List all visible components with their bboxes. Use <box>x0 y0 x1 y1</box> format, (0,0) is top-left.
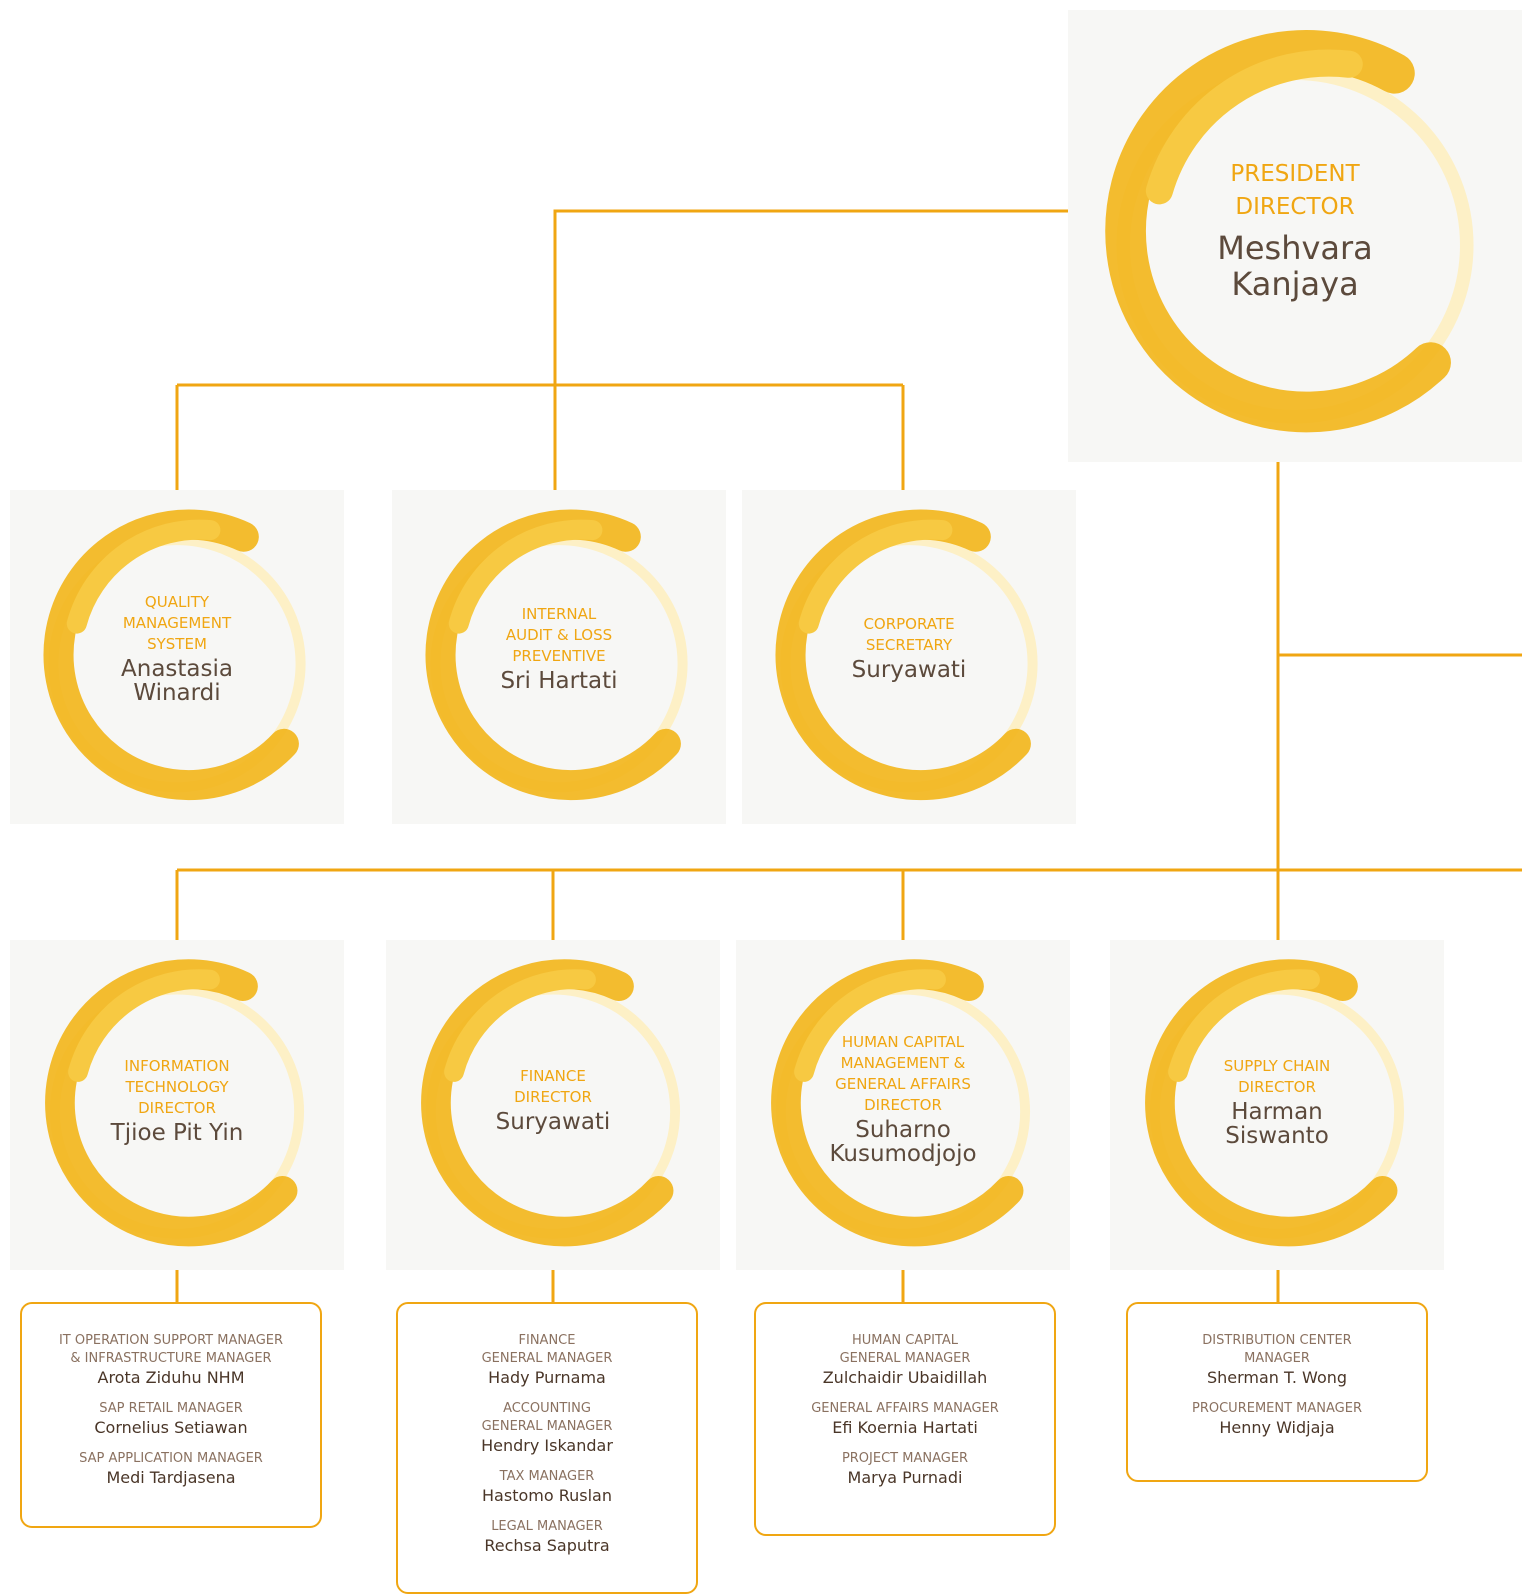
manager-title: LEGAL MANAGER <box>491 1519 603 1534</box>
director-role: HUMAN CAPITAL MANAGEMENT & GENERAL AFFAI… <box>835 1033 971 1114</box>
director-node-supply-chain: SUPPLY CHAIN DIRECTOR Harman Siswanto <box>1110 940 1444 1270</box>
unit-node-quality: QUALITY MANAGEMENT SYSTEM Anastasia Wina… <box>10 490 344 824</box>
unit-role: CORPORATE SECRETARY <box>863 615 955 654</box>
unit-node-audit: INTERNAL AUDIT & LOSS PREVENTIVE Sri Har… <box>392 490 726 824</box>
director-name: Suryawati <box>495 1109 611 1135</box>
manager-name: Marya Purnadi <box>847 1468 963 1487</box>
manager-name: Medi Tardjasena <box>106 1468 236 1487</box>
manager-name: Rechsa Saputra <box>484 1536 610 1555</box>
manager-title: DISTRIBUTION CENTER MANAGER <box>1202 1333 1352 1366</box>
president-name: Meshvara Kanjaya <box>1217 229 1373 303</box>
manager-entry: FINANCE GENERAL MANAGER Hady Purnama <box>398 1332 696 1387</box>
unit-name: Anastasia Winardi <box>121 656 233 706</box>
manager-title: PROCUREMENT MANAGER <box>1192 1401 1362 1416</box>
director-role: SUPPLY CHAIN DIRECTOR <box>1223 1057 1331 1096</box>
ring-icon <box>775 509 1038 801</box>
manager-entry: PROJECT MANAGER Marya Purnadi <box>756 1450 1054 1487</box>
managers-box-finance: FINANCE GENERAL MANAGER Hady Purnama ACC… <box>396 1302 698 1594</box>
manager-entry: HUMAN CAPITAL GENERAL MANAGER Zulchaidir… <box>756 1332 1054 1387</box>
manager-name: Efi Koernia Hartati <box>832 1418 978 1437</box>
manager-title: PROJECT MANAGER <box>841 1451 969 1466</box>
ring-icon <box>425 509 688 801</box>
manager-name: Hastomo Ruslan <box>482 1486 612 1505</box>
manager-title: ACCOUNTING GENERAL MANAGER <box>481 1401 613 1434</box>
president-director-node: PRESIDENT DIRECTOR Meshvara Kanjaya <box>1068 10 1522 462</box>
manager-entry: PROCUREMENT MANAGER Henny Widjaja <box>1128 1400 1426 1437</box>
ring-icon <box>771 959 1031 1247</box>
manager-entry: GENERAL AFFAIRS MANAGER Efi Koernia Hart… <box>756 1400 1054 1437</box>
managers-box-it: IT OPERATION SUPPORT MANAGER & INFRASTRU… <box>20 1302 322 1528</box>
connector-president-to-audit <box>553 209 1125 528</box>
manager-entry: IT OPERATION SUPPORT MANAGER & INFRASTRU… <box>22 1332 320 1387</box>
unit-node-secretary: CORPORATE SECRETARY Suryawati <box>742 490 1076 824</box>
manager-entry: SAP RETAIL MANAGER Cornelius Setiawan <box>22 1400 320 1437</box>
ring-icon <box>1105 30 1474 433</box>
unit-role: QUALITY MANAGEMENT SYSTEM <box>122 593 232 653</box>
manager-name: Arota Ziduhu NHM <box>97 1368 245 1387</box>
director-name: Harman Siswanto <box>1225 1099 1329 1149</box>
manager-name: Zulchaidir Ubaidillah <box>822 1368 988 1387</box>
director-node-human-capital: HUMAN CAPITAL MANAGEMENT & GENERAL AFFAI… <box>736 940 1070 1270</box>
manager-title: SAP RETAIL MANAGER <box>99 1401 243 1416</box>
ring-icon <box>421 959 681 1247</box>
manager-entry: LEGAL MANAGER Rechsa Saputra <box>398 1518 696 1555</box>
ring-icon <box>43 509 306 801</box>
manager-entry: ACCOUNTING GENERAL MANAGER Hendry Iskand… <box>398 1400 696 1455</box>
managers-box-human-capital: HUMAN CAPITAL GENERAL MANAGER Zulchaidir… <box>754 1302 1056 1536</box>
manager-name: Hady Purnama <box>488 1368 606 1387</box>
unit-name: Suryawati <box>851 657 967 683</box>
director-node-it: INFORMATION TECHNOLOGY DIRECTOR Tjioe Pi… <box>10 940 344 1270</box>
manager-title: FINANCE GENERAL MANAGER <box>481 1333 613 1366</box>
manager-name: Sherman T. Wong <box>1206 1368 1348 1387</box>
ring-icon <box>1145 959 1405 1247</box>
ring-icon <box>45 959 305 1247</box>
manager-name: Henny Widjaja <box>1219 1418 1335 1437</box>
manager-title: TAX MANAGER <box>499 1469 595 1484</box>
unit-name: Sri Hartati <box>500 668 618 694</box>
manager-title: HUMAN CAPITAL GENERAL MANAGER <box>839 1333 971 1366</box>
manager-title: IT OPERATION SUPPORT MANAGER & INFRASTRU… <box>58 1333 284 1366</box>
managers-box-supply-chain: DISTRIBUTION CENTER MANAGER Sherman T. W… <box>1126 1302 1428 1482</box>
unit-role: INTERNAL AUDIT & LOSS PREVENTIVE <box>505 605 613 665</box>
manager-entry: SAP APPLICATION MANAGER Medi Tardjasena <box>22 1450 320 1487</box>
manager-name: Hendry Iskandar <box>481 1436 613 1455</box>
manager-entry: TAX MANAGER Hastomo Ruslan <box>398 1468 696 1505</box>
manager-title: GENERAL AFFAIRS MANAGER <box>811 1401 999 1416</box>
director-role: INFORMATION TECHNOLOGY DIRECTOR <box>124 1057 230 1117</box>
president-role: PRESIDENT DIRECTOR <box>1230 161 1360 220</box>
manager-name: Cornelius Setiawan <box>94 1418 248 1437</box>
manager-title: SAP APPLICATION MANAGER <box>79 1451 263 1466</box>
director-name: Tjioe Pit Yin <box>110 1120 244 1146</box>
director-role: FINANCE DIRECTOR <box>514 1067 592 1106</box>
director-name: Suharno Kusumodjojo <box>829 1117 977 1167</box>
manager-entry: DISTRIBUTION CENTER MANAGER Sherman T. W… <box>1128 1332 1426 1387</box>
director-node-finance: FINANCE DIRECTOR Suryawati <box>386 940 720 1270</box>
